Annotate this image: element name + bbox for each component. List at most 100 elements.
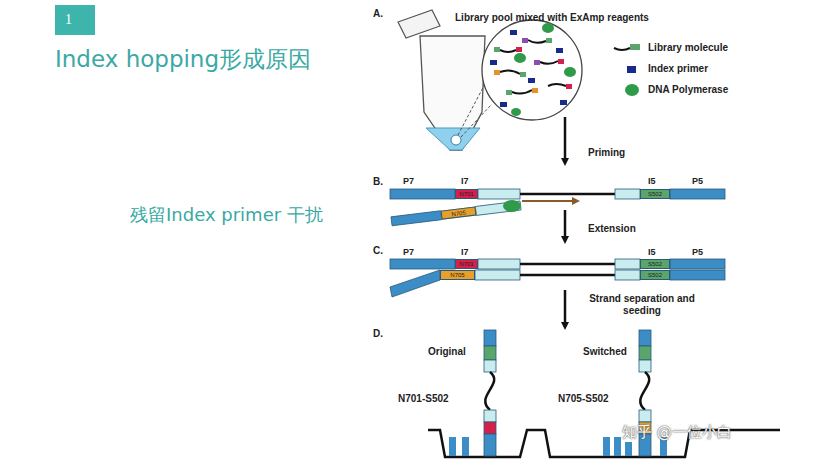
step-label: Strand separation and seeding bbox=[578, 293, 706, 316]
molecule-end bbox=[532, 88, 538, 93]
strand-caption: Original bbox=[428, 346, 466, 358]
zoom-line bbox=[458, 82, 486, 135]
tube-spot bbox=[451, 135, 461, 145]
legend-text: Index primer bbox=[648, 63, 708, 75]
tube-liquid bbox=[426, 128, 480, 150]
region-name: I5 bbox=[648, 247, 656, 257]
step-label: Extension bbox=[588, 223, 636, 235]
p5-segment bbox=[639, 330, 651, 346]
adapter-segment bbox=[615, 259, 640, 269]
region-name: P5 bbox=[692, 247, 703, 257]
polymerase bbox=[564, 67, 576, 77]
region-name: P7 bbox=[403, 247, 414, 257]
strand-caption: Switched bbox=[583, 346, 627, 358]
p7-segment bbox=[390, 189, 455, 199]
p5-segment bbox=[670, 259, 725, 269]
node-text: N701 bbox=[459, 261, 473, 267]
step-arrow bbox=[564, 210, 567, 240]
i5-segment bbox=[484, 346, 496, 360]
node-text: N701 bbox=[459, 191, 473, 197]
molecule-end bbox=[494, 47, 500, 52]
region-name: P7 bbox=[403, 176, 414, 186]
tube-cap bbox=[398, 10, 440, 38]
index-segment: N705 bbox=[440, 270, 475, 280]
insert-line bbox=[485, 372, 494, 410]
index-pair: N701-S502 bbox=[398, 393, 449, 405]
legend-text: DNA Polymerase bbox=[648, 84, 728, 96]
step-label: Priming bbox=[588, 147, 625, 159]
adapter-segment bbox=[639, 410, 651, 422]
polymerase bbox=[503, 200, 521, 212]
panel-caption: Library pool mixed with ExAmp reagents bbox=[455, 12, 649, 24]
library-molecule bbox=[528, 40, 546, 43]
node-text: S502 bbox=[648, 272, 662, 278]
panel-letter: D. bbox=[373, 328, 383, 340]
library-molecule bbox=[548, 84, 566, 86]
insert-line bbox=[520, 263, 615, 266]
molecule-end bbox=[516, 47, 522, 52]
insert-line bbox=[520, 274, 615, 277]
surface-oligo bbox=[614, 437, 621, 456]
library-molecule bbox=[500, 70, 520, 74]
library-molecule bbox=[540, 61, 558, 64]
p7-segment bbox=[390, 270, 440, 297]
step-arrow bbox=[564, 117, 567, 162]
library-molecule bbox=[500, 50, 516, 52]
molecule-end bbox=[534, 60, 540, 65]
index-segment: S502 bbox=[640, 189, 670, 199]
slide-number-box: 1 bbox=[55, 5, 95, 35]
p5-segment bbox=[484, 330, 496, 346]
legend-molecule-sample bbox=[614, 48, 630, 50]
adapter-segment bbox=[639, 360, 651, 372]
slide-title: Index hopping形成原因 bbox=[55, 46, 311, 72]
legend-polymerase-sample bbox=[625, 84, 639, 96]
index-primer bbox=[510, 30, 517, 35]
molecule-end bbox=[506, 90, 512, 95]
adapter-segment bbox=[615, 189, 640, 199]
node-text: N705 bbox=[451, 209, 466, 217]
molecule-end bbox=[494, 70, 500, 75]
p7-segment bbox=[390, 259, 455, 269]
panel-letter: C. bbox=[373, 245, 383, 257]
adapter-segment bbox=[475, 270, 520, 280]
molecule-end bbox=[522, 38, 528, 43]
panel-letter: B. bbox=[373, 176, 383, 188]
surface-oligo bbox=[625, 442, 632, 456]
p5-segment bbox=[670, 189, 725, 199]
region-name: I7 bbox=[461, 247, 469, 257]
node-text: S502 bbox=[648, 191, 662, 197]
step-arrow bbox=[564, 290, 567, 326]
index-primer bbox=[528, 78, 535, 83]
polymerase bbox=[542, 23, 554, 33]
surface-oligo bbox=[603, 437, 610, 456]
legend-text: Library molecule bbox=[648, 42, 728, 54]
index-segment: S502 bbox=[640, 270, 670, 280]
molecule-end bbox=[566, 84, 572, 89]
region-name: I5 bbox=[648, 176, 656, 186]
index-primer bbox=[556, 48, 563, 53]
panel-letter: A. bbox=[373, 8, 383, 20]
surface-oligo bbox=[449, 437, 456, 456]
index-pair: N705-S502 bbox=[558, 393, 609, 405]
legend-molecule-sample bbox=[630, 44, 640, 50]
adapter-segment bbox=[478, 259, 520, 269]
legend-swatch bbox=[627, 66, 636, 73]
index-segment: N701 bbox=[455, 259, 478, 269]
molecule-end bbox=[546, 38, 552, 43]
p7-segment bbox=[391, 211, 442, 226]
library-molecule bbox=[512, 90, 532, 94]
polymerase bbox=[511, 108, 521, 116]
node-text: N705 bbox=[450, 272, 464, 278]
node-text: S502 bbox=[648, 261, 662, 267]
adapter-segment bbox=[484, 360, 496, 372]
adapter-segment bbox=[484, 410, 496, 422]
region-name: P5 bbox=[692, 176, 703, 186]
surface-oligo bbox=[462, 437, 469, 456]
side-note: 残留Index primer 干扰 bbox=[130, 205, 323, 226]
adapter-segment bbox=[615, 270, 640, 280]
index-segment: N701 bbox=[455, 189, 478, 199]
i5-segment bbox=[639, 346, 651, 360]
watermark: 知乎 @一位小白 bbox=[622, 424, 732, 441]
adapter-segment bbox=[475, 201, 521, 215]
